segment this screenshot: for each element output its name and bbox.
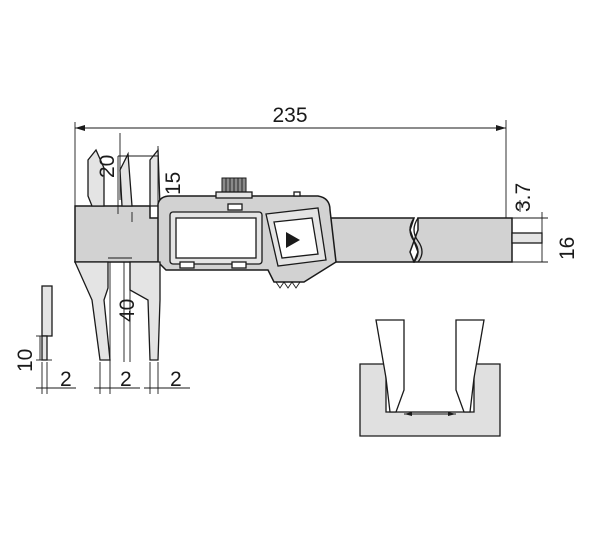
tip-width-mid-label: 2	[120, 368, 132, 391]
groove-measurement-inset	[359, 319, 501, 437]
overall-length-dimension: 235	[74, 104, 507, 222]
lcd-screen	[175, 217, 257, 259]
tip-width-dimensions: 2 2 2	[36, 362, 190, 394]
triangle-right-icon	[286, 232, 300, 248]
upper-jaws	[87, 148, 161, 222]
small-tip-height-label: 10	[14, 349, 37, 372]
beam-height-label: 16	[556, 237, 579, 260]
small-tip-view: 10	[14, 285, 53, 372]
slider-body	[157, 177, 337, 289]
upper-jaw-dimensions: 20 15	[96, 133, 185, 206]
lower-jaws	[73, 257, 161, 362]
lower-jaw-dimension: 40	[116, 262, 139, 362]
upper-jaw-depth-label: 20	[96, 155, 119, 178]
depth-rod-width-label: 3.7	[512, 183, 535, 212]
rod-dimensions: 3.7 16	[512, 183, 579, 263]
tip-width-right-label: 2	[170, 368, 182, 391]
overall-length-label: 235	[272, 104, 307, 127]
lower-jaw-depth-label: 40	[116, 299, 139, 322]
tip-width-left-label: 2	[60, 368, 72, 391]
upper-jaw-tip-label: 15	[162, 172, 185, 195]
